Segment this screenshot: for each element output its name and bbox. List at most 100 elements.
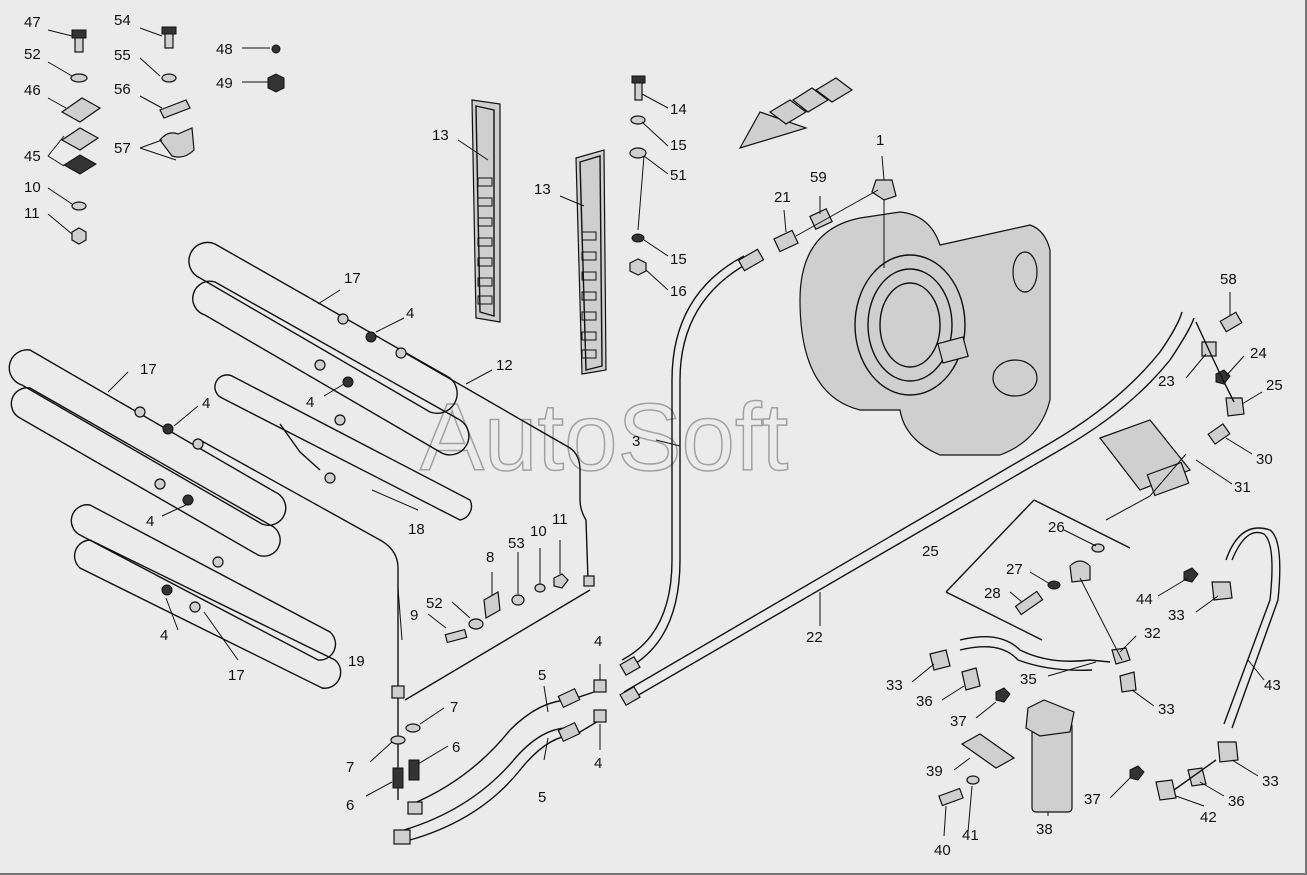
callout-25-kit: 25 — [922, 543, 939, 560]
callout-53: 53 — [508, 535, 525, 552]
cooling-coil-left — [8, 349, 287, 557]
callout-22: 22 — [806, 629, 823, 646]
callout-15-bottom: 15 — [670, 251, 687, 268]
callout-42: 42 — [1200, 809, 1217, 826]
callout-46: 46 — [24, 82, 41, 99]
hose-3 — [621, 248, 765, 669]
callout-4-g: 4 — [594, 755, 602, 772]
callout-labels: 47 52 46 45 10 11 54 55 56 57 48 49 13 1… — [24, 12, 1283, 859]
cooling-coil-lower — [70, 504, 342, 689]
leader-lines — [47, 27, 1265, 837]
lower-right-fittings — [1129, 759, 1217, 801]
callout-36-left: 36 — [916, 693, 933, 710]
callout-27: 27 — [1006, 561, 1023, 578]
callout-52-top: 52 — [24, 46, 41, 63]
cooling-coil-18 — [214, 374, 473, 521]
callout-23: 23 — [1158, 373, 1175, 390]
hose-35 — [929, 635, 1137, 703]
pipe-line-19 — [199, 439, 399, 800]
mounting-bracket-left — [471, 99, 501, 323]
callout-7-right: 7 — [450, 699, 458, 716]
direction-arrow — [738, 77, 854, 150]
hose-43 — [1183, 527, 1281, 763]
callout-21: 21 — [774, 189, 791, 206]
callout-17-left: 17 — [140, 361, 157, 378]
callout-38: 38 — [1036, 821, 1053, 838]
callout-14: 14 — [670, 101, 687, 118]
callout-40: 40 — [934, 842, 951, 859]
callout-48: 48 — [216, 41, 233, 58]
callout-25-right: 25 — [1266, 377, 1283, 394]
callout-4-c: 4 — [202, 395, 210, 412]
callout-58: 58 — [1220, 271, 1237, 288]
callout-24: 24 — [1250, 345, 1267, 362]
callout-4-f: 4 — [594, 633, 602, 650]
callout-56: 56 — [114, 81, 131, 98]
callout-8: 8 — [486, 549, 494, 566]
callout-12: 12 — [496, 357, 513, 374]
callout-10-mid: 10 — [530, 523, 547, 540]
callout-36-right: 36 — [1228, 793, 1245, 810]
callout-18: 18 — [408, 521, 425, 538]
callout-51: 51 — [670, 167, 687, 184]
callout-7-left: 7 — [346, 759, 354, 776]
fittings-right-column — [1195, 311, 1245, 417]
oil-filter — [938, 699, 1075, 813]
gearbox-housing — [799, 211, 1051, 456]
callout-9: 9 — [410, 607, 418, 624]
callout-37-left: 37 — [950, 713, 967, 730]
callout-19: 19 — [348, 653, 365, 670]
callout-44: 44 — [1136, 591, 1153, 608]
callout-52-mid: 52 — [426, 595, 443, 612]
callout-28: 28 — [984, 585, 1001, 602]
callout-57: 57 — [114, 140, 131, 157]
callout-13-left: 13 — [432, 127, 449, 144]
watermark-text: AutoSoft — [420, 384, 788, 491]
callout-32: 32 — [1144, 625, 1161, 642]
callout-5-bottom: 5 — [538, 789, 546, 806]
hydraulic-cylinder — [1099, 419, 1231, 497]
callout-39: 39 — [926, 763, 943, 780]
callout-31: 31 — [1234, 479, 1251, 496]
callout-5-top: 5 — [538, 667, 546, 684]
bracket-fasteners — [629, 75, 647, 276]
callout-41: 41 — [962, 827, 979, 844]
hose-22 — [623, 311, 1195, 701]
callout-15-top: 15 — [670, 137, 687, 154]
pipe-line-12 — [399, 349, 589, 581]
callout-11-top: 11 — [24, 205, 40, 222]
callout-55: 55 — [114, 47, 131, 64]
callout-13-right: 13 — [534, 181, 551, 198]
callout-54: 54 — [114, 12, 131, 29]
pipe-link — [404, 589, 591, 701]
callout-4-b: 4 — [306, 394, 314, 411]
callout-59: 59 — [810, 169, 827, 186]
callout-47: 47 — [24, 14, 41, 31]
clamp-hardware-kit — [60, 26, 285, 245]
callout-17-bottom: 17 — [228, 667, 245, 684]
callout-30: 30 — [1256, 451, 1273, 468]
callout-11-mid: 11 — [552, 511, 568, 528]
callout-35: 35 — [1020, 671, 1037, 688]
callout-33-c: 33 — [886, 677, 903, 694]
callout-45: 45 — [24, 148, 41, 165]
callout-17-top: 17 — [344, 270, 361, 287]
callout-43: 43 — [1264, 677, 1281, 694]
callout-33-d: 33 — [1262, 773, 1279, 790]
callout-33-a: 33 — [1168, 607, 1185, 624]
callout-1: 1 — [876, 132, 884, 149]
mounting-bracket-right — [575, 149, 607, 375]
callout-16: 16 — [670, 283, 687, 300]
hoses-5 — [403, 689, 601, 841]
callout-4-e: 4 — [160, 627, 168, 644]
callout-33-b: 33 — [1158, 701, 1175, 718]
callout-6-right: 6 — [452, 739, 460, 756]
callout-10-top: 10 — [24, 179, 41, 196]
pipe-fittings — [134, 313, 641, 845]
callout-6-left: 6 — [346, 797, 354, 814]
cooling-coil-upper — [188, 241, 470, 456]
callout-49: 49 — [216, 75, 233, 92]
callout-37-right: 37 — [1084, 791, 1101, 808]
